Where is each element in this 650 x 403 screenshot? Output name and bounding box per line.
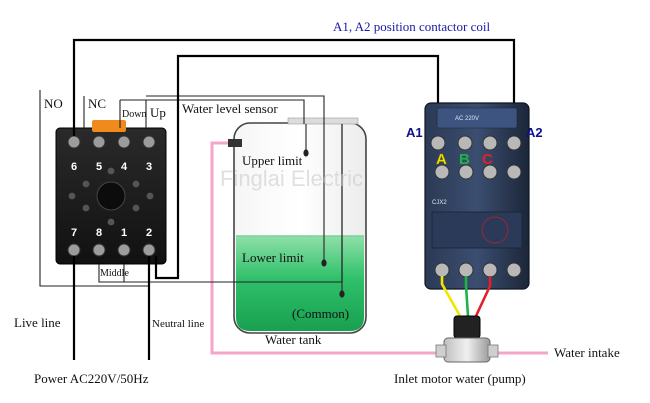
relay-base: 6 5 4 3 7 8 1 2 (55, 120, 167, 265)
watermark: Finglai Electric (220, 166, 363, 191)
no-label: NO (44, 96, 63, 111)
neutral-line-label: Neutral line (152, 318, 204, 330)
middle-label: Middle (100, 268, 129, 279)
relay-terminal-2: 2 (146, 227, 152, 239)
pole-a-label: A (436, 151, 447, 168)
relay-terminal-1: 1 (121, 227, 127, 239)
contactor-nameplate: AC 220V (455, 116, 479, 122)
relay-terminal-3: 3 (146, 161, 152, 173)
lower-limit-label: Lower limit (242, 250, 304, 265)
common-label: (Common) (292, 306, 349, 321)
contactor-model: CJX2 (432, 200, 447, 206)
contactor: AC 220V CJX2 (424, 102, 530, 290)
water-pipe (210, 141, 548, 355)
pole-c-label: C (482, 151, 493, 168)
relay-tab (92, 120, 126, 132)
pump-valve (435, 315, 499, 363)
nc-label: NC (88, 96, 106, 111)
relay-terminal-8: 8 (96, 227, 102, 239)
water-tank-label: Water tank (265, 332, 322, 347)
up-label: Up (150, 105, 166, 120)
pole-b-label: B (459, 151, 470, 168)
relay-terminal-7: 7 (71, 227, 77, 239)
relay-frame-wires (39, 90, 343, 287)
water-intake-label: Water intake (554, 345, 620, 360)
power-label: Power AC220V/50Hz (34, 371, 149, 386)
live-line-label: Live line (14, 315, 61, 330)
control-wires (72, 38, 516, 360)
water-tank (228, 117, 367, 334)
upper-limit-label: Upper limit (242, 153, 303, 168)
relay-terminal-5: 5 (96, 161, 102, 173)
relay-terminal-6: 6 (71, 161, 77, 173)
diagram-title: A1, A2 position contactor coil (333, 19, 490, 34)
relay-terminal-4: 4 (121, 161, 128, 173)
a2-label: A2 (526, 125, 543, 140)
pump-label: Inlet motor water (pump) (394, 371, 526, 386)
a1-label: A1 (406, 125, 423, 140)
water-level-sensor-label: Water level sensor (182, 101, 278, 116)
pump-wires (440, 276, 492, 317)
down-label: Down (122, 109, 146, 120)
